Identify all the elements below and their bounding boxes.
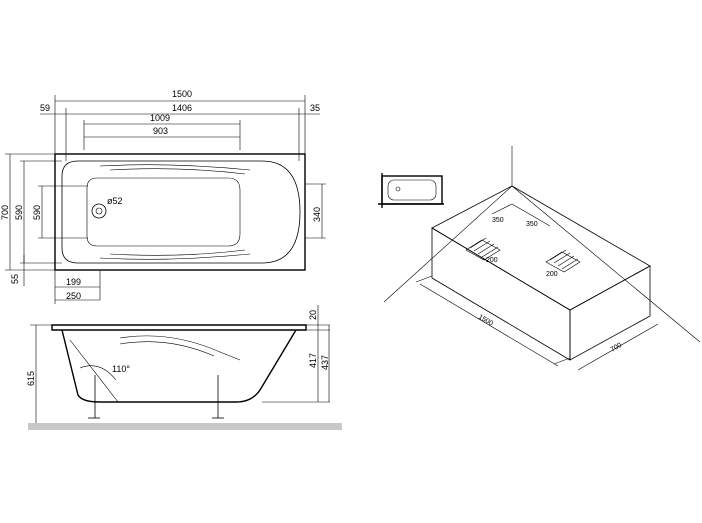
dim-right-height: 340 xyxy=(312,207,322,222)
armrest-bottom-2 xyxy=(109,249,246,256)
tub-rim xyxy=(51,324,307,331)
dim-mid-width: 1009 xyxy=(150,113,170,123)
dim-rim: 20 xyxy=(308,310,318,320)
tub-thumbnail xyxy=(378,173,444,208)
dim-depth: 417 xyxy=(308,353,318,368)
dim-short-width: 903 xyxy=(153,126,168,136)
install-box-side xyxy=(569,265,651,361)
armrest-top xyxy=(99,164,251,171)
dim-right-offset: 35 xyxy=(310,103,320,113)
install-dim-width: 700 xyxy=(610,342,624,354)
install-dim-a: 350 xyxy=(492,217,504,224)
tub-body xyxy=(61,329,297,403)
install-dim-length: 1500 xyxy=(477,314,494,328)
drain-icon xyxy=(91,203,107,219)
install-box-top xyxy=(431,185,651,311)
leg-zone-right xyxy=(545,249,581,273)
armrest-top-2 xyxy=(109,168,246,175)
dim-inner-width: 1406 xyxy=(172,103,192,113)
side-view: 110° 615 20 417 437 xyxy=(26,305,342,430)
dim-inner-height: 590 xyxy=(14,205,24,220)
dim-left-offset: 59 xyxy=(40,103,50,113)
tub-outline xyxy=(54,153,306,271)
dim-side-height: 615 xyxy=(26,371,36,386)
install-dim-b: 350 xyxy=(526,221,538,228)
dim-bottom-1: 199 xyxy=(66,277,81,287)
plan-view: ø52 1500 1406 59 35 1009 903 700 590 590… xyxy=(0,89,326,304)
dim-overall-width: 1500 xyxy=(172,89,192,99)
tub-inner-floor xyxy=(86,177,241,247)
install-box-front xyxy=(431,227,571,361)
dim-bottom-offset: 55 xyxy=(10,274,20,284)
floor xyxy=(28,423,342,430)
dim-bottom-2: 250 xyxy=(66,291,81,301)
angle-label: 110° xyxy=(112,364,130,374)
tub-basin xyxy=(61,160,301,264)
dim-height: 700 xyxy=(0,205,10,220)
drain-label: ø52 xyxy=(107,196,123,206)
install-dim-d: 200 xyxy=(546,271,558,278)
armrest-bottom xyxy=(99,253,251,260)
install-view: 350 350 200 200 1500 700 xyxy=(378,146,701,371)
dim-total: 437 xyxy=(320,355,330,370)
install-dim-c: 200 xyxy=(486,257,498,264)
dim-left-inner-height: 590 xyxy=(32,205,42,220)
leg-zone-left xyxy=(465,237,501,261)
